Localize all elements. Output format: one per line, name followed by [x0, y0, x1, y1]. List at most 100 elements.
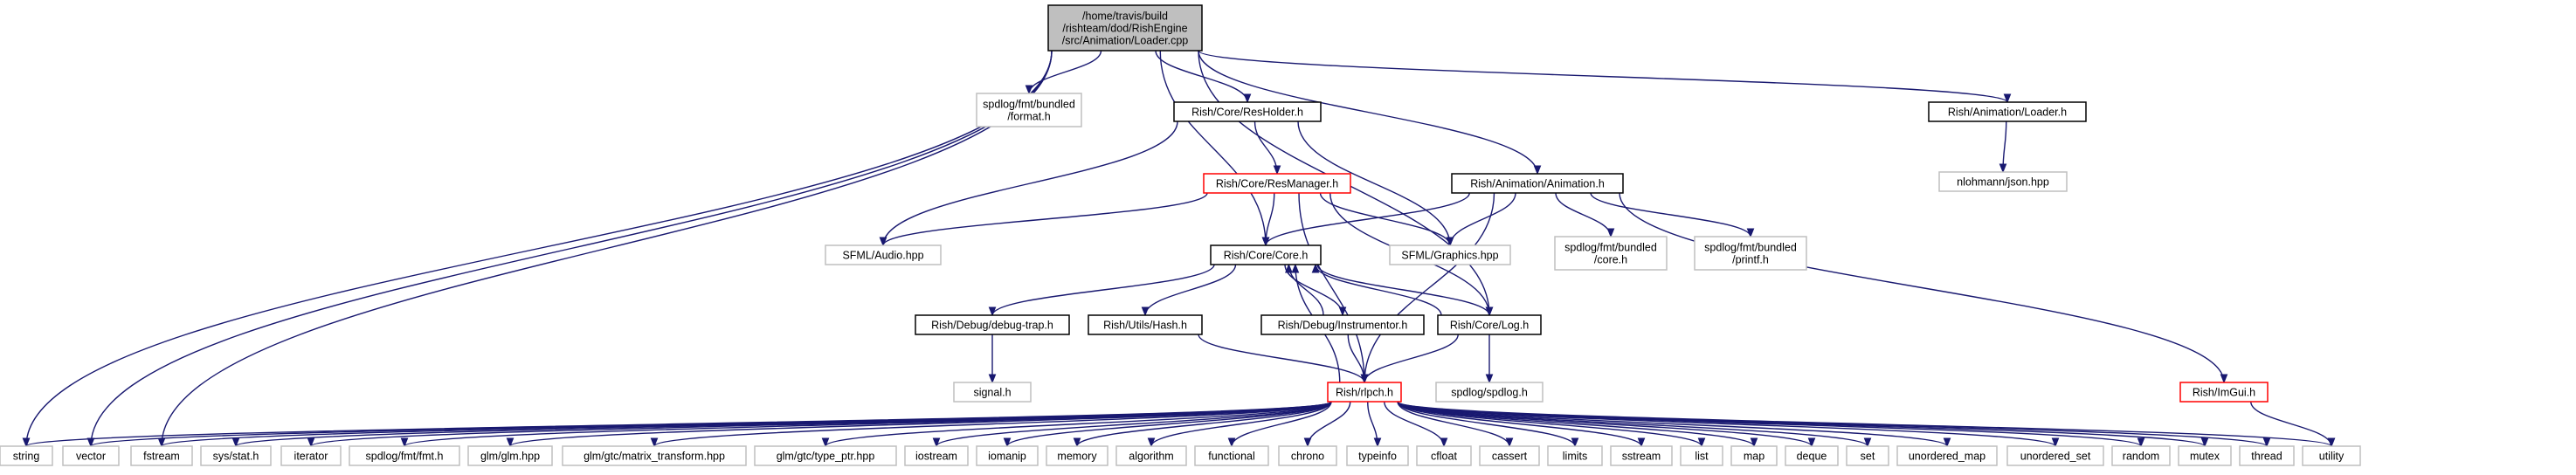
node-box: [1346, 445, 1409, 466]
edge-anim_loader-to-json: [1999, 120, 2007, 174]
node-box: [1047, 4, 1203, 52]
edge-rlpch-to-cfloat: [1384, 401, 1448, 448]
node-label: fstream: [143, 451, 180, 463]
node-label: /printf.h: [1732, 254, 1769, 266]
edge-rlpch-to-unordered_set: [1397, 401, 2060, 448]
edge-rlpch-to-chrono: [1303, 401, 1351, 448]
node-box: [953, 382, 1032, 403]
node-label: /rishteam/dod/RishEngine: [1062, 23, 1187, 35]
node-glm: glm/glm.hpp: [467, 445, 553, 466]
node-hash[interactable]: Rish/Utils/Hash.h: [1088, 314, 1203, 335]
node-box: [2178, 445, 2232, 466]
node-box: [2302, 445, 2361, 466]
node-box: [2006, 445, 2104, 466]
node-thread: thread: [2239, 445, 2295, 466]
node-box: [130, 445, 193, 466]
edge-rlpch-to-glm_tp: [821, 401, 1332, 448]
node-iomanip: iomanip: [976, 445, 1039, 466]
node-imgui[interactable]: Rish/ImGui.h: [2179, 382, 2269, 403]
edge-root-to-fmt_format: [1025, 50, 1102, 95]
node-label: cfloat: [1431, 451, 1457, 463]
node-box: [1203, 173, 1351, 194]
edge-rlpch-to-fstream: [157, 401, 1332, 448]
node-instrumentor[interactable]: Rish/Debug/Instrumentor.h: [1260, 314, 1425, 335]
edge-rlpch-to-utility: [1397, 401, 2336, 448]
node-sfml-audio: SFML/Audio.hpp: [825, 244, 942, 265]
node-label: functional: [1208, 451, 1255, 463]
node-signal: signal.h: [953, 382, 1032, 403]
node-string: string: [0, 445, 53, 466]
node-glm-tp: glm/gtc/type_ptr.hpp: [754, 445, 897, 466]
node-box: [1389, 244, 1511, 265]
node-label: set: [1861, 451, 1875, 463]
node-rlpch[interactable]: Rish/rlpch.h: [1327, 382, 1402, 403]
node-resholder[interactable]: Rish/Core/ResHolder.h: [1173, 101, 1322, 122]
node-debugtrap[interactable]: Rish/Debug/debug-trap.h: [915, 314, 1070, 335]
edge-debugtrap-to-signal: [988, 334, 997, 384]
node-resmanager[interactable]: Rish/Core/ResManager.h: [1203, 173, 1351, 194]
node-box: [0, 445, 53, 466]
node-box: [349, 445, 460, 466]
node-map: map: [1730, 445, 1778, 466]
node-functional: functional: [1194, 445, 1269, 466]
node-glm-mt: glm/gtc/matrix_transform.hpp: [562, 445, 747, 466]
node-log[interactable]: Rish/Core/Log.h: [1437, 314, 1542, 335]
node-label: thread: [2251, 451, 2282, 463]
node-label: random: [2123, 451, 2159, 463]
node-label: /home/travis/build: [1082, 10, 1168, 23]
node-label: typeinfo: [1358, 451, 1397, 463]
node-box: [1416, 445, 1472, 466]
node-label: iostream: [915, 451, 957, 463]
node-label: list: [1695, 451, 1709, 463]
node-anim-loader[interactable]: Rish/Animation/Loader.h: [1928, 101, 2087, 122]
node-box: [1730, 445, 1778, 466]
node-label: spdlog/spdlog.h: [1451, 387, 1528, 399]
node-iostream: iostream: [904, 445, 969, 466]
node-box: [280, 445, 342, 466]
edge-rlpch-to-vector: [86, 401, 1332, 448]
node-animation[interactable]: Rish/Animation/Animation.h: [1451, 173, 1624, 194]
node-iterator: iterator: [280, 445, 342, 466]
node-label: string: [13, 451, 40, 463]
node-fmt-format: spdlog/fmt/bundled/format.h: [976, 93, 1082, 127]
node-json: nlohmann/json.hpp: [1938, 171, 2068, 192]
node-label: Rish/Animation/Loader.h: [1948, 107, 2067, 119]
node-box: [904, 445, 969, 466]
node-cfloat: cfloat: [1416, 445, 1472, 466]
edge-resholder-to-resmanager: [1253, 120, 1281, 176]
node-label: utility: [2319, 451, 2345, 463]
node-core[interactable]: Rish/Core/Core.h: [1210, 244, 1322, 265]
node-box: [1896, 445, 1998, 466]
node-fmt-core: spdlog/fmt/bundled/core.h: [1554, 236, 1668, 271]
node-label: iomanip: [988, 451, 1026, 463]
node-root[interactable]: /home/travis/build/rishteam/dod/RishEngi…: [1047, 4, 1203, 52]
edge-rlpch-to-map: [1397, 401, 1758, 448]
node-label: spdlog/fmt/bundled: [983, 99, 1075, 111]
edge-rlpch-to-algorithm: [1147, 401, 1332, 448]
node-label: deque: [1797, 451, 1827, 463]
node-label: sys/stat.h: [213, 451, 259, 463]
node-label: spdlog/fmt/fmt.h: [366, 451, 444, 463]
node-label: memory: [1057, 451, 1097, 463]
edge-rlpch-to-glm: [506, 401, 1332, 448]
node-box: [976, 93, 1082, 127]
node-label: iterator: [294, 451, 328, 463]
node-box: [467, 445, 553, 466]
edge-root-to-core: [1159, 50, 1270, 247]
node-mutex: mutex: [2178, 445, 2232, 466]
node-sfml-graphics: SFML/Graphics.hpp: [1389, 244, 1511, 265]
node-box: [1046, 445, 1108, 466]
node-label: limits: [1563, 451, 1587, 463]
node-box: [1194, 445, 1269, 466]
node-box: [562, 445, 747, 466]
edge-log-to-core: [1311, 263, 1442, 316]
node-label: glm/gtc/matrix_transform.hpp: [584, 451, 725, 463]
node-label: Rish/Utils/Hash.h: [1103, 320, 1187, 332]
node-set: set: [1846, 445, 1889, 466]
node-box: [1938, 171, 2068, 192]
node-sstream: sstream: [1610, 445, 1673, 466]
node-box: [1694, 236, 1807, 271]
node-box: [1173, 101, 1322, 122]
edge-rlpch-to-limits: [1397, 401, 1579, 448]
